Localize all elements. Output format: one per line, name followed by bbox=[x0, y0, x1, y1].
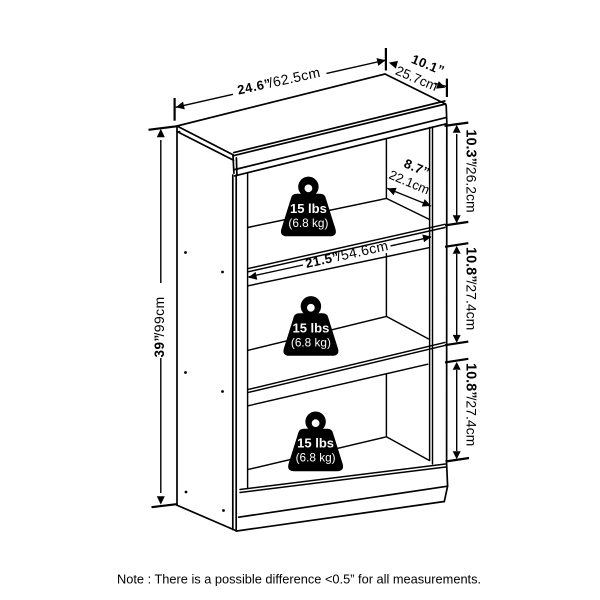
svg-text:24.6”: 24.6” bbox=[236, 76, 273, 98]
svg-text:15 lbs: 15 lbs bbox=[292, 320, 329, 335]
svg-text:/27.4cm: /27.4cm bbox=[464, 281, 480, 331]
svg-text:Note : There is a possible dif: Note : There is a possible difference <0… bbox=[117, 572, 481, 587]
svg-text:15 lbs: 15 lbs bbox=[297, 436, 334, 451]
svg-text:(6.8 kg): (6.8 kg) bbox=[296, 451, 336, 465]
svg-text:10.8”: 10.8” bbox=[463, 363, 479, 398]
svg-text:/27.4cm: /27.4cm bbox=[464, 397, 480, 447]
svg-text:/26.2cm: /26.2cm bbox=[464, 163, 480, 213]
svg-text:10.8”: 10.8” bbox=[463, 247, 479, 282]
svg-text:39”: 39” bbox=[152, 334, 167, 357]
svg-text:(6.8 kg): (6.8 kg) bbox=[288, 216, 328, 230]
svg-text:21.5”: 21.5” bbox=[304, 249, 341, 271]
svg-text:10.3”: 10.3” bbox=[463, 129, 479, 164]
svg-text:(6.8 kg): (6.8 kg) bbox=[291, 335, 331, 349]
svg-text:/99cm: /99cm bbox=[151, 296, 167, 336]
svg-text:15 lbs: 15 lbs bbox=[290, 201, 327, 216]
